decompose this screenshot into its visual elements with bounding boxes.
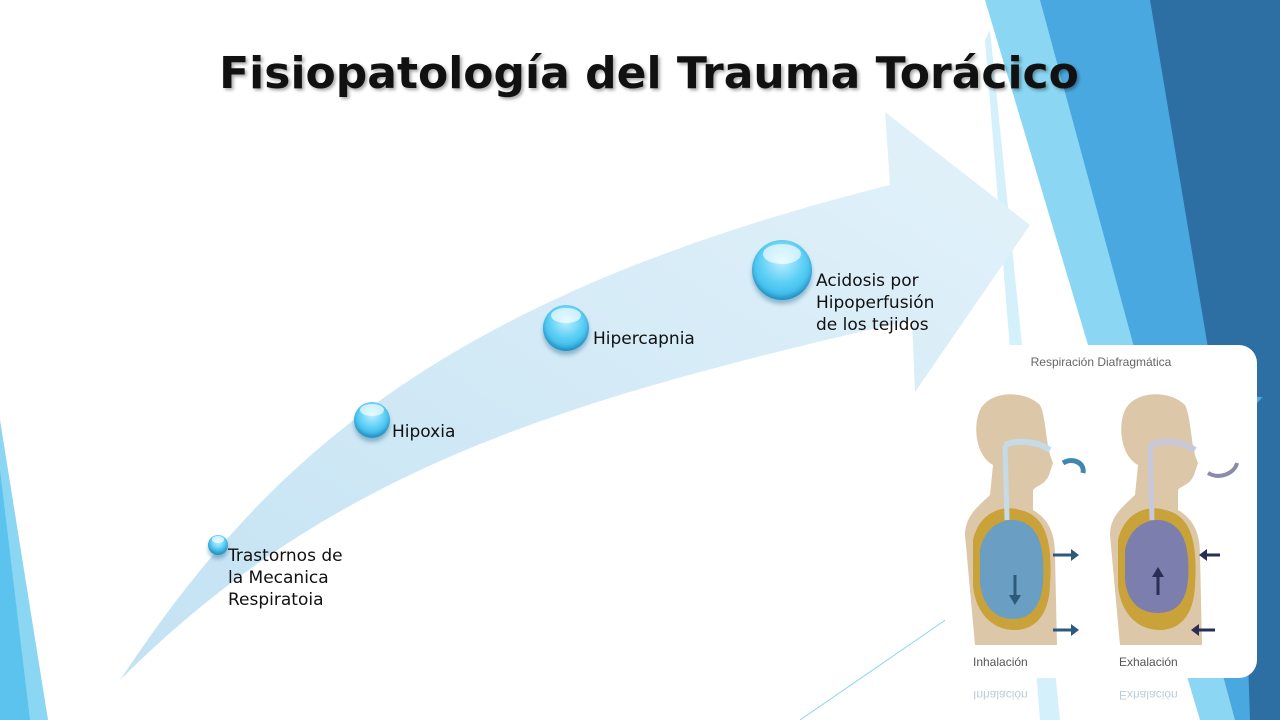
- step-2-label: Hipoxia: [392, 422, 456, 442]
- step-1-bullet-icon: [208, 535, 228, 555]
- step-4-bullet-icon: [752, 240, 812, 300]
- step-1-label: Trastornos de la Mecanica Respiratoia: [228, 546, 343, 610]
- inhalation-caption-reflection: Inhalación: [973, 688, 1028, 702]
- slide-title: Fisiopatología del Trauma Torácico: [219, 48, 1079, 99]
- exhalation-caption-reflection: Exhalación: [1119, 688, 1178, 702]
- exhalation-figure: [1110, 394, 1239, 645]
- breathing-illustration: [965, 394, 1239, 645]
- figure-title: Respiración Diafragmática: [1030, 355, 1172, 369]
- inhalation-caption: Inhalación: [973, 655, 1028, 669]
- step-3-label: Hipercapnia: [593, 329, 695, 349]
- exhalation-caption: Exhalación: [1119, 655, 1178, 669]
- step-2-bullet-icon: [354, 402, 390, 438]
- step-4-label: Acidosis por Hipoperfusión de los tejido…: [816, 271, 935, 335]
- inhalation-figure: [965, 394, 1086, 645]
- diaphragmatic-breathing-figure: Respiración Diafragmática: [945, 345, 1257, 678]
- step-3-bullet-icon: [543, 305, 589, 351]
